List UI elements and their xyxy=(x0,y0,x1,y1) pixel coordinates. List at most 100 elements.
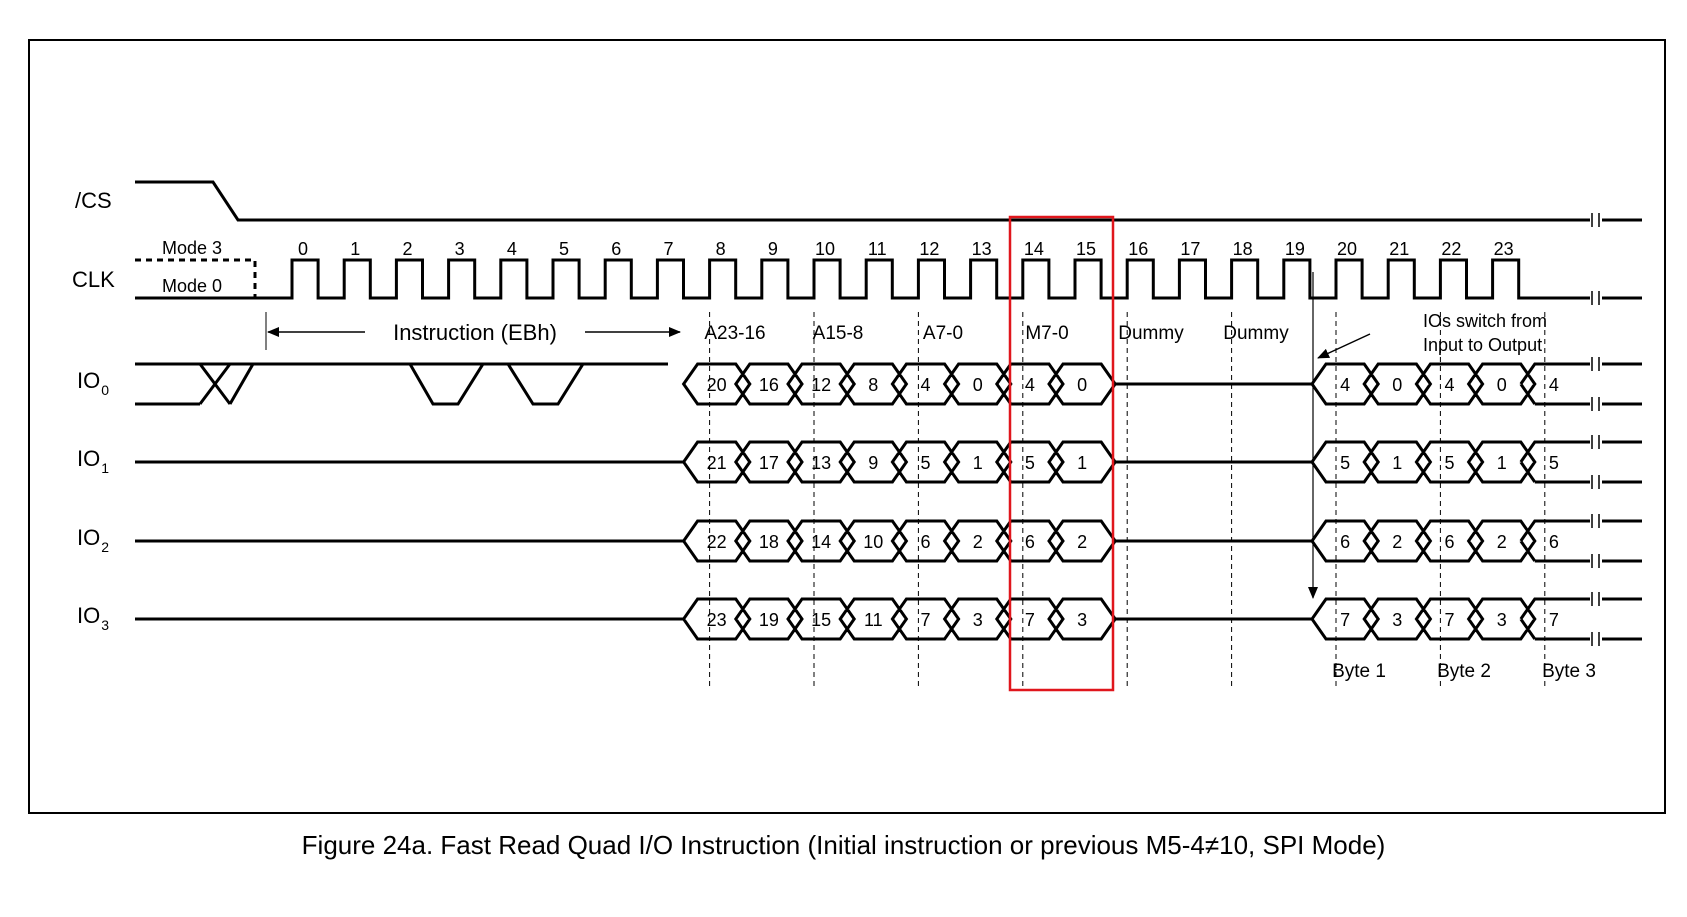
dummy1-label: Dummy xyxy=(1118,323,1184,344)
io-switch-annotation-line2: Input to Output xyxy=(1423,335,1542,355)
clock-number: 20 xyxy=(1337,239,1357,259)
dashed-guides xyxy=(709,312,1546,690)
cs-label: /CS xyxy=(75,188,112,213)
io-bit-label: 20 xyxy=(707,375,727,395)
cs-break-mark xyxy=(1591,213,1600,227)
io-bit-label: 6 xyxy=(1025,532,1035,552)
io-bit-label: 1 xyxy=(1077,453,1087,473)
diagram-border xyxy=(28,39,1666,814)
addr-lo-label: A7-0 xyxy=(923,323,963,344)
io-bit-label: 1 xyxy=(1392,453,1402,473)
io-bit-label: 7 xyxy=(920,610,930,630)
clock-number: 11 xyxy=(868,239,887,259)
io-bit-label: 7 xyxy=(1025,610,1035,630)
figure-caption: Figure 24a. Fast Read Quad I/O Instructi… xyxy=(301,830,1386,860)
mode-bits-highlight xyxy=(1008,215,1115,692)
io-bit-label: 16 xyxy=(759,375,779,395)
io-bit-label: 23 xyxy=(707,610,727,630)
io-bit-label: 13 xyxy=(811,453,831,473)
io-bit-label: 18 xyxy=(759,532,779,552)
io-bit-label: 1 xyxy=(973,453,983,473)
io-bit-label: 6 xyxy=(1549,532,1559,552)
byte2-label: Byte 2 xyxy=(1437,661,1491,682)
clock-number: 18 xyxy=(1233,239,1253,259)
clock-number: 14 xyxy=(1024,239,1044,259)
clock-number: 17 xyxy=(1180,239,1200,259)
io3-label: IO3 xyxy=(77,603,109,633)
clock-number: 6 xyxy=(611,239,621,259)
clock-number: 0 xyxy=(298,239,308,259)
io-bit-label: 4 xyxy=(1340,375,1350,395)
io-bit-label: 5 xyxy=(1340,453,1350,473)
io-bit-label: 17 xyxy=(759,453,779,473)
io-bit-label: 5 xyxy=(920,453,930,473)
io-bit-label: 1 xyxy=(1497,453,1507,473)
io-bit-label: 19 xyxy=(759,610,779,630)
mode3-dashed-line xyxy=(135,258,257,298)
io-bit-label: 21 xyxy=(707,453,727,473)
dummy2-label: Dummy xyxy=(1223,323,1289,344)
io-bit-label: 7 xyxy=(1340,610,1350,630)
io-bit-label: 15 xyxy=(811,610,831,630)
io-bit-label: 0 xyxy=(1497,375,1507,395)
io-bit-label: 7 xyxy=(1444,610,1454,630)
clock-number: 3 xyxy=(455,239,465,259)
io-bit-label: 6 xyxy=(1340,532,1350,552)
io-bit-label: 0 xyxy=(1392,375,1402,395)
clock-number: 15 xyxy=(1076,239,1096,259)
io-bit-label: 11 xyxy=(864,610,883,630)
io-bit-label: 5 xyxy=(1025,453,1035,473)
clock-number: 13 xyxy=(972,239,992,259)
clock-number: 23 xyxy=(1494,239,1514,259)
clock-number: 19 xyxy=(1285,239,1305,259)
byte1-label: Byte 1 xyxy=(1332,661,1386,682)
io-bit-label: 6 xyxy=(920,532,930,552)
instruction-label: Instruction (EBh) xyxy=(393,320,557,345)
clock-number: 8 xyxy=(716,239,726,259)
clock-number: 22 xyxy=(1441,239,1461,259)
io2-label: IO2 xyxy=(77,525,109,555)
io-bit-label: 12 xyxy=(811,375,831,395)
io-switch-annotation-line1: IOs switch from xyxy=(1423,311,1547,331)
io2-bus xyxy=(681,519,1642,563)
clock-number: 12 xyxy=(919,239,939,259)
clk-waveform xyxy=(135,258,1642,300)
mode-bits-label: M7-0 xyxy=(1025,323,1068,344)
addr-hi-label: A23-16 xyxy=(704,323,765,344)
clock-number: 9 xyxy=(768,239,778,259)
io1-bus xyxy=(681,440,1642,484)
io-bit-label: 2 xyxy=(1077,532,1087,552)
clock-number: 4 xyxy=(507,239,517,259)
clock-number: 16 xyxy=(1128,239,1148,259)
io-bit-label: 5 xyxy=(1549,453,1559,473)
io-bit-label: 8 xyxy=(868,375,878,395)
clock-number: 5 xyxy=(559,239,569,259)
io-bit-label: 0 xyxy=(1077,375,1087,395)
io3-bus xyxy=(681,597,1642,641)
io1-label: IO1 xyxy=(77,446,109,476)
clk-label: CLK xyxy=(72,267,115,292)
io-bit-label: 2 xyxy=(1497,532,1507,552)
io-bit-label: 0 xyxy=(973,375,983,395)
addr-mid-label: A15-8 xyxy=(813,323,864,344)
io-bit-label: 14 xyxy=(811,532,831,552)
io-bit-label: 7 xyxy=(1549,610,1559,630)
io-bit-label: 9 xyxy=(868,453,878,473)
io0-label: IO0 xyxy=(77,368,109,398)
cs-waveform xyxy=(135,180,1642,222)
io-bit-label: 3 xyxy=(1077,610,1087,630)
mode0-label: Mode 0 xyxy=(162,276,222,296)
clock-number: 10 xyxy=(815,239,835,259)
io-bit-label: 3 xyxy=(1392,610,1402,630)
io0-instruction-waveform xyxy=(135,362,668,406)
io-bit-label: 5 xyxy=(1444,453,1454,473)
io-bit-label: 4 xyxy=(1549,375,1559,395)
clock-number: 2 xyxy=(402,239,412,259)
io-bit-label: 3 xyxy=(973,610,983,630)
io-bit-label: 10 xyxy=(863,532,883,552)
io-bit-label: 4 xyxy=(920,375,930,395)
byte3-label: Byte 3 xyxy=(1542,661,1596,682)
mode3-label: Mode 3 xyxy=(162,238,222,258)
